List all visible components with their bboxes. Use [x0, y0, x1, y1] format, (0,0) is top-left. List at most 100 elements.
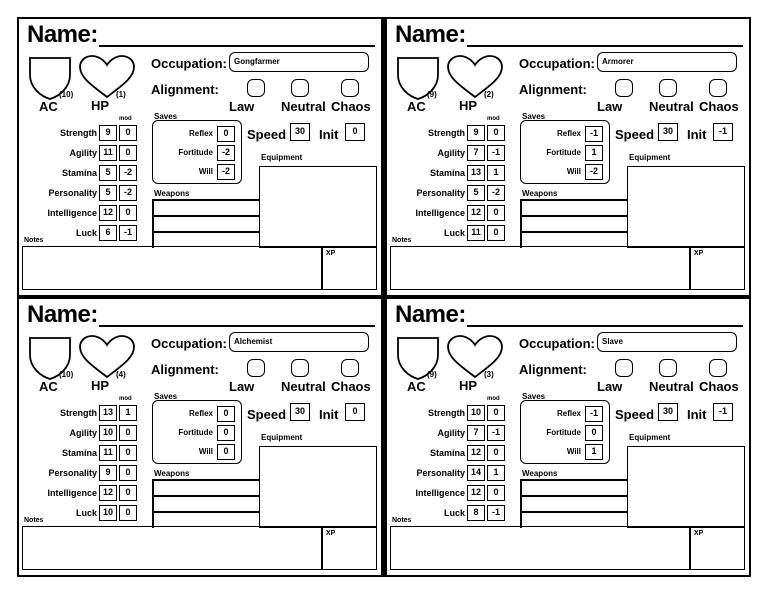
- weapon-line[interactable]: [152, 511, 259, 513]
- personality-score[interactable]: 5: [99, 185, 117, 201]
- strength-mod[interactable]: 0: [119, 125, 137, 141]
- personality-mod[interactable]: -2: [119, 185, 137, 201]
- luck-mod[interactable]: 0: [119, 505, 137, 521]
- name-field[interactable]: [99, 325, 375, 327]
- law-checkbox[interactable]: [615, 79, 633, 97]
- init-value[interactable]: -1: [713, 403, 733, 421]
- name-field[interactable]: [99, 45, 375, 47]
- intelligence-mod[interactable]: 0: [119, 485, 137, 501]
- weapon-line[interactable]: [520, 479, 627, 481]
- stamina-mod[interactable]: 0: [487, 445, 505, 461]
- fortitude-value[interactable]: 0: [217, 425, 235, 441]
- personality-score[interactable]: 5: [467, 185, 485, 201]
- agility-mod[interactable]: 0: [119, 145, 137, 161]
- name-field[interactable]: [467, 45, 743, 47]
- weapon-line[interactable]: [520, 511, 627, 513]
- notes-field[interactable]: [390, 526, 745, 570]
- personality-score[interactable]: 14: [467, 465, 485, 481]
- fortitude-value[interactable]: 0: [585, 425, 603, 441]
- personality-score[interactable]: 9: [99, 465, 117, 481]
- intelligence-score[interactable]: 12: [99, 485, 117, 501]
- strength-score[interactable]: 9: [99, 125, 117, 141]
- weapon-line[interactable]: [520, 495, 627, 497]
- agility-mod[interactable]: -1: [487, 425, 505, 441]
- agility-score[interactable]: 10: [99, 425, 117, 441]
- strength-mod[interactable]: 1: [119, 405, 137, 421]
- init-value[interactable]: 0: [345, 403, 365, 421]
- weapon-line[interactable]: [152, 231, 259, 233]
- agility-score[interactable]: 11: [99, 145, 117, 161]
- intelligence-score[interactable]: 12: [467, 485, 485, 501]
- equipment-field[interactable]: [259, 166, 377, 248]
- law-checkbox[interactable]: [247, 79, 265, 97]
- stamina-score[interactable]: 11: [99, 445, 117, 461]
- luck-score[interactable]: 8: [467, 505, 485, 521]
- intelligence-mod[interactable]: 0: [487, 205, 505, 221]
- luck-mod[interactable]: -1: [119, 225, 137, 241]
- chaos-checkbox[interactable]: [341, 359, 359, 377]
- intelligence-mod[interactable]: 0: [487, 485, 505, 501]
- will-value[interactable]: 0: [217, 444, 235, 460]
- neutral-checkbox[interactable]: [291, 79, 309, 97]
- weapon-line[interactable]: [152, 215, 259, 217]
- init-value[interactable]: 0: [345, 123, 365, 141]
- agility-score[interactable]: 7: [467, 145, 485, 161]
- equipment-field[interactable]: [627, 446, 745, 528]
- name-field[interactable]: [467, 325, 743, 327]
- notes-field[interactable]: [390, 246, 745, 290]
- strength-score[interactable]: 10: [467, 405, 485, 421]
- will-value[interactable]: -2: [585, 164, 603, 180]
- strength-score[interactable]: 9: [467, 125, 485, 141]
- stamina-score[interactable]: 13: [467, 165, 485, 181]
- will-value[interactable]: -2: [217, 164, 235, 180]
- reflex-value[interactable]: -1: [585, 406, 603, 422]
- fortitude-value[interactable]: 1: [585, 145, 603, 161]
- stamina-score[interactable]: 12: [467, 445, 485, 461]
- neutral-checkbox[interactable]: [291, 359, 309, 377]
- strength-score[interactable]: 13: [99, 405, 117, 421]
- weapon-line[interactable]: [520, 231, 627, 233]
- luck-score[interactable]: 6: [99, 225, 117, 241]
- weapon-line[interactable]: [152, 495, 259, 497]
- occupation-field[interactable]: Gongfarmer: [229, 52, 369, 72]
- intelligence-score[interactable]: 12: [467, 205, 485, 221]
- chaos-checkbox[interactable]: [341, 79, 359, 97]
- luck-score[interactable]: 11: [467, 225, 485, 241]
- law-checkbox[interactable]: [615, 359, 633, 377]
- intelligence-mod[interactable]: 0: [119, 205, 137, 221]
- notes-field[interactable]: [22, 526, 377, 570]
- chaos-checkbox[interactable]: [709, 359, 727, 377]
- stamina-score[interactable]: 5: [99, 165, 117, 181]
- reflex-value[interactable]: 0: [217, 406, 235, 422]
- neutral-checkbox[interactable]: [659, 359, 677, 377]
- luck-score[interactable]: 10: [99, 505, 117, 521]
- equipment-field[interactable]: [259, 446, 377, 528]
- intelligence-score[interactable]: 12: [99, 205, 117, 221]
- weapon-line[interactable]: [152, 199, 259, 201]
- reflex-value[interactable]: -1: [585, 126, 603, 142]
- fortitude-value[interactable]: -2: [217, 145, 235, 161]
- luck-mod[interactable]: 0: [487, 225, 505, 241]
- strength-mod[interactable]: 0: [487, 405, 505, 421]
- law-checkbox[interactable]: [247, 359, 265, 377]
- occupation-field[interactable]: Armorer: [597, 52, 737, 72]
- weapon-line[interactable]: [520, 215, 627, 217]
- will-value[interactable]: 1: [585, 444, 603, 460]
- agility-mod[interactable]: -1: [487, 145, 505, 161]
- init-value[interactable]: -1: [713, 123, 733, 141]
- notes-field[interactable]: [22, 246, 377, 290]
- speed-value[interactable]: 30: [290, 123, 310, 141]
- neutral-checkbox[interactable]: [659, 79, 677, 97]
- occupation-field[interactable]: Alchemist: [229, 332, 369, 352]
- reflex-value[interactable]: 0: [217, 126, 235, 142]
- strength-mod[interactable]: 0: [487, 125, 505, 141]
- equipment-field[interactable]: [627, 166, 745, 248]
- speed-value[interactable]: 30: [290, 403, 310, 421]
- agility-mod[interactable]: 0: [119, 425, 137, 441]
- personality-mod[interactable]: -2: [487, 185, 505, 201]
- stamina-mod[interactable]: 1: [487, 165, 505, 181]
- stamina-mod[interactable]: -2: [119, 165, 137, 181]
- luck-mod[interactable]: -1: [487, 505, 505, 521]
- agility-score[interactable]: 7: [467, 425, 485, 441]
- occupation-field[interactable]: Slave: [597, 332, 737, 352]
